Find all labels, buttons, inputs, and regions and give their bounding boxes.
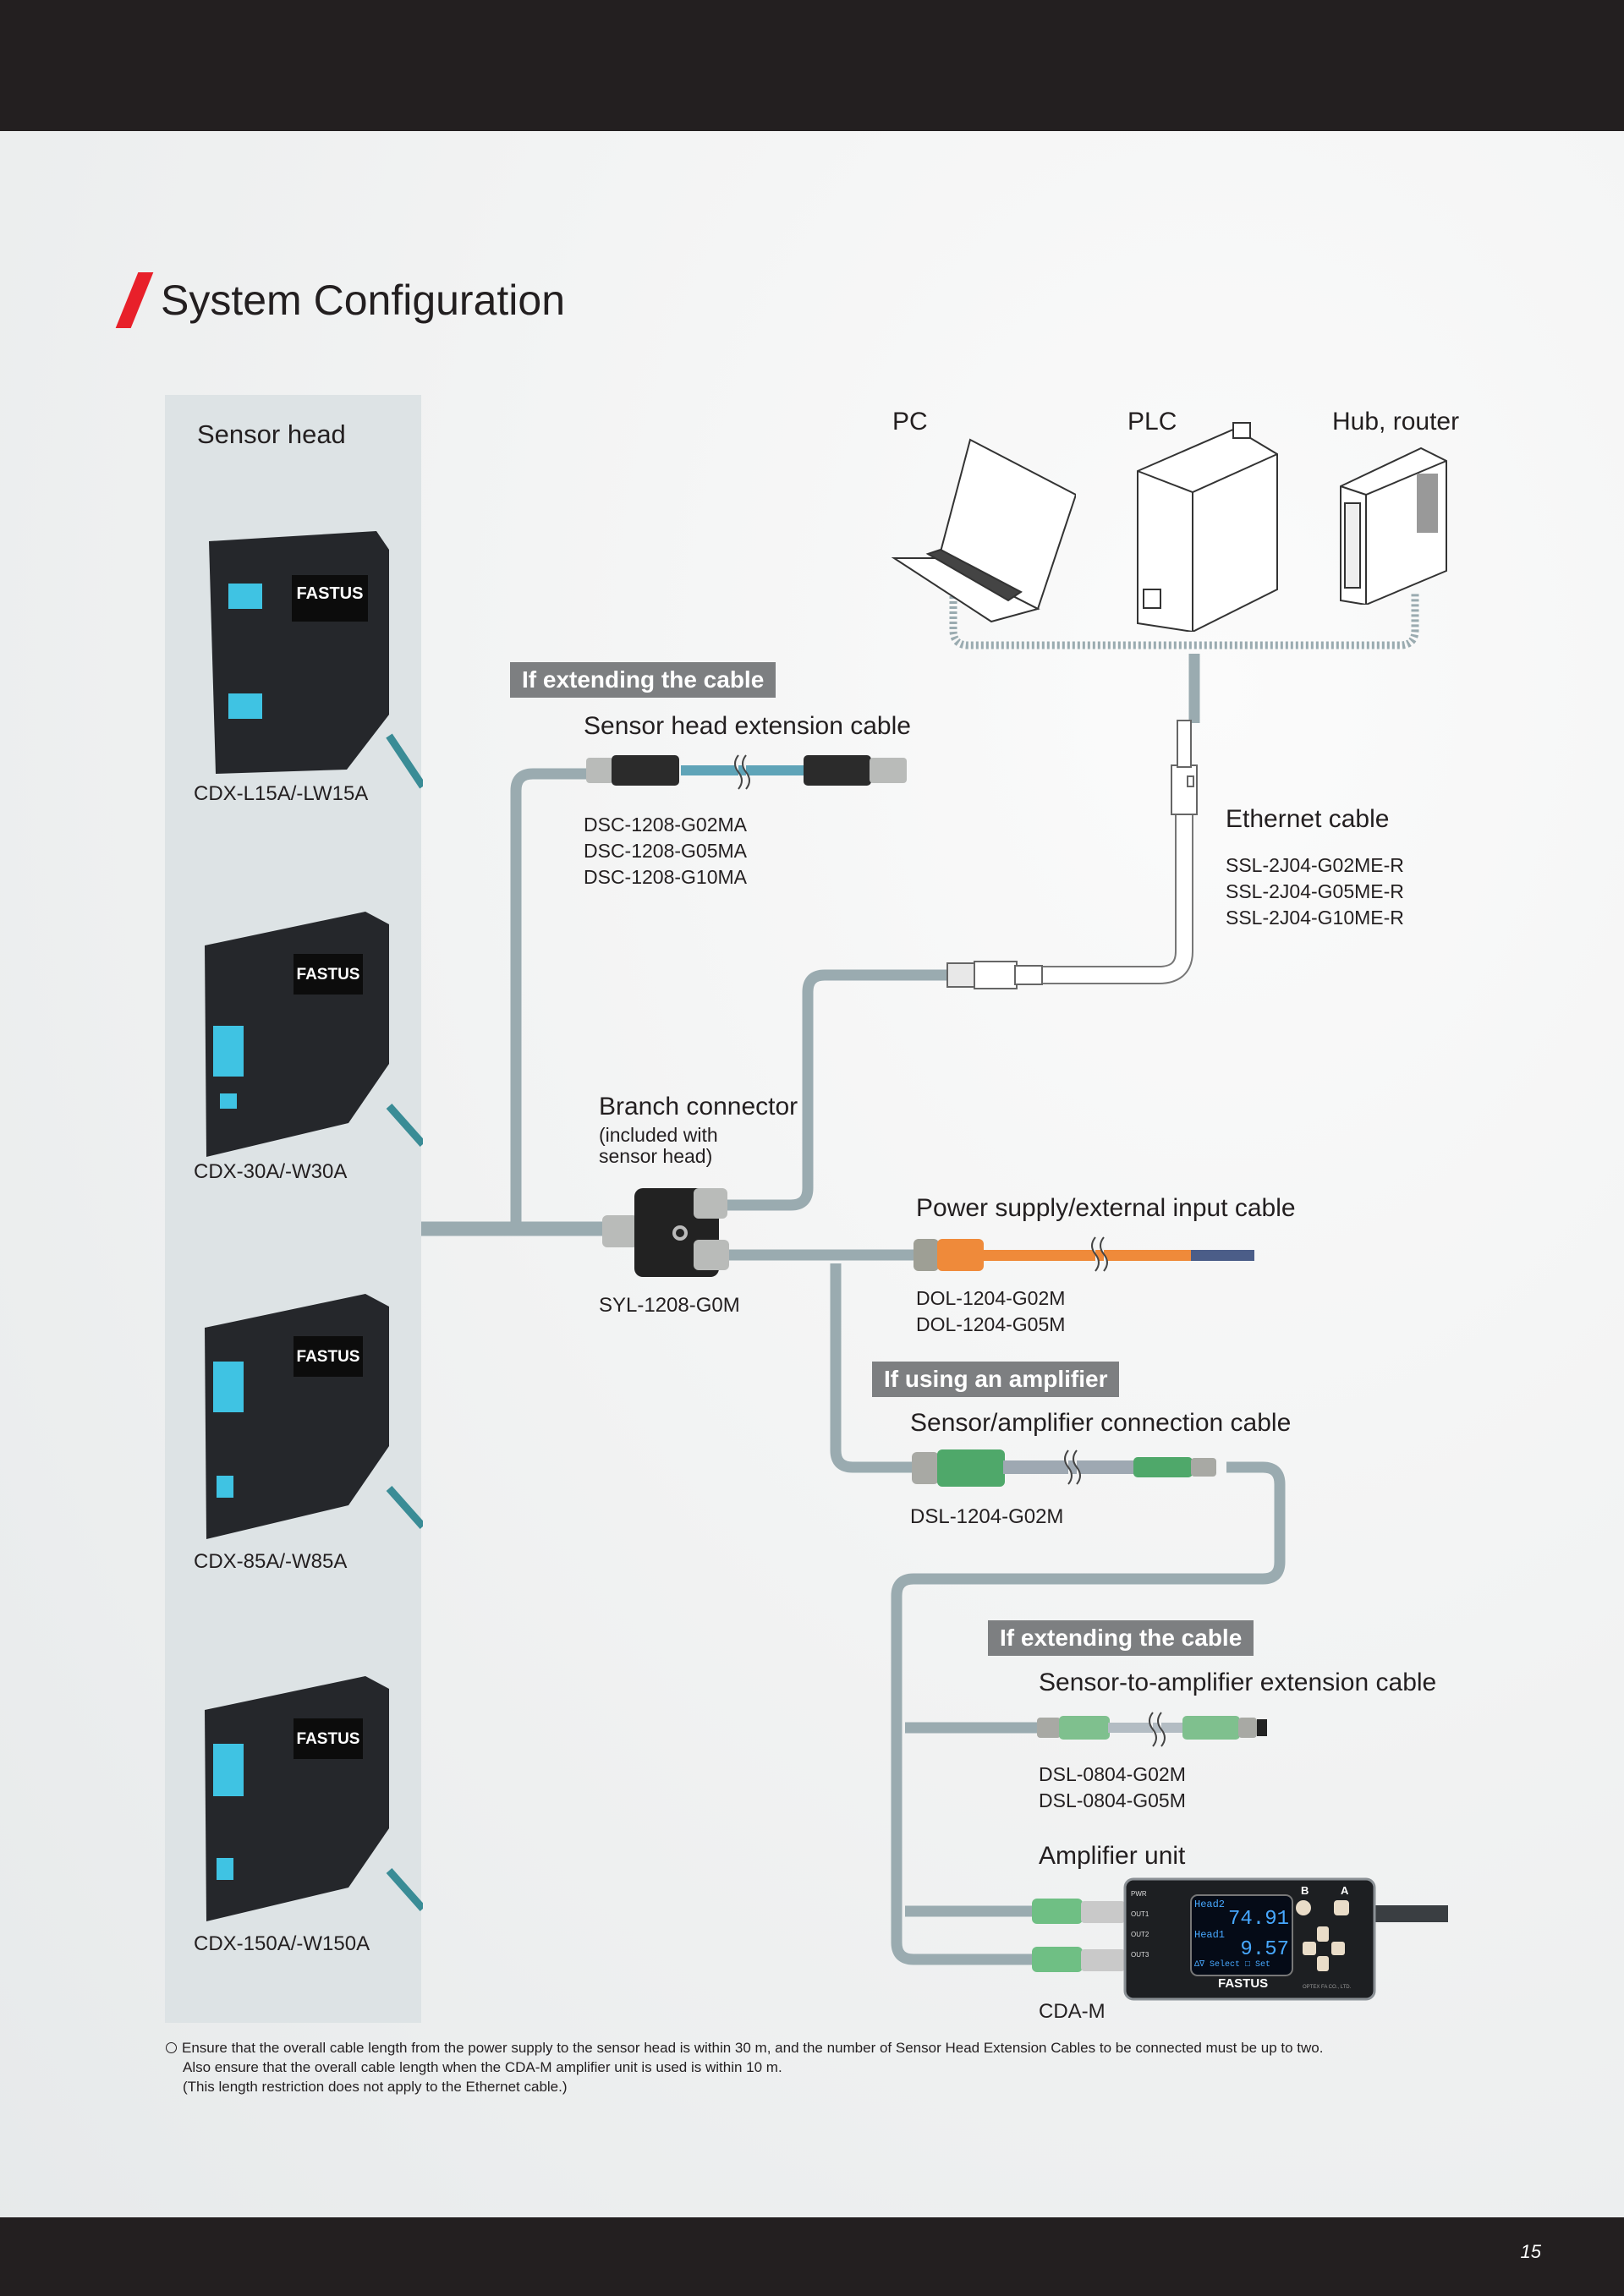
device-label-pc: PC [892, 408, 928, 436]
display-head2-label: Head2 [1194, 1899, 1226, 1910]
sensor-model-label: CDX-150A/-W150A [194, 1932, 370, 1955]
power-cable-title: Power supply/external input cable [916, 1194, 1296, 1222]
header-bar [0, 0, 1624, 131]
network-dotted-line [949, 592, 1419, 649]
amplifier-unit-graphic [1032, 1877, 1448, 2001]
sensor-head-l15a: FASTUS [209, 531, 423, 789]
amp-connection-cable-model: DSL-1204-G02M [910, 1505, 1064, 1528]
ethernet-cable-graphic [946, 720, 1198, 989]
amp-button-a-label: A [1341, 1884, 1349, 1897]
svg-text:FASTUS: FASTUS [297, 966, 360, 984]
note-line: Ensure that the overall cable length fro… [182, 2040, 1324, 2056]
branch-connector-title: Branch connector [599, 1093, 798, 1121]
bullet-circle-icon [166, 2042, 177, 2053]
svg-text:FASTUS: FASTUS [297, 1348, 360, 1366]
plc-icon [1137, 422, 1278, 632]
extension-cable-title: Sensor head extension cable [584, 712, 911, 740]
note-line: (This length restriction does not apply … [183, 2079, 568, 2095]
amp-extension-cable-title: Sensor-to-amplifier extension cable [1039, 1669, 1437, 1696]
sensor-model-label: CDX-30A/-W30A [194, 1160, 348, 1183]
indicator-out2: OUT2 [1131, 1931, 1149, 1938]
fastus-logo: FASTUS [297, 584, 364, 603]
amp-connection-cable-graphic [912, 1449, 1216, 1487]
sensor-head-150a: FASTUS [205, 1676, 423, 1921]
model-number: DOL-1204-G02M [916, 1287, 1066, 1309]
ethernet-branch-line [727, 969, 952, 1211]
amplifier-indicators: PWR OUT1 OUT2 OUT3 [1131, 1884, 1149, 1965]
amplifier-brand-logo: FASTUS [1218, 1976, 1269, 1991]
device-label-plc: PLC [1127, 408, 1177, 436]
footer-bar: 15 [0, 2217, 1624, 2296]
branch-connector-subtitle: sensor head) [599, 1145, 713, 1167]
amplifier-unit-title: Amplifier unit [1039, 1842, 1186, 1870]
model-number: DSC-1208-G02MA [584, 814, 748, 836]
model-number: SSL-2J04-G10ME-R [1226, 907, 1404, 929]
power-cable-models: DOL-1204-G02M DOL-1204-G05M [916, 1285, 1065, 1338]
branch-connector-graphic [602, 1188, 729, 1277]
sensor-model-label: CDX-85A/-W85A [194, 1550, 348, 1573]
device-label-hub-router: Hub, router [1332, 408, 1460, 436]
amplifier-branch-line [830, 1263, 918, 1473]
section-tag-extending-cable: If extending the cable [510, 662, 776, 698]
sensor-model-label: CDX-L15A/-LW15A [194, 782, 369, 805]
extension-cable-graphic [586, 754, 907, 790]
model-number: SSL-2J04-G02ME-R [1226, 854, 1404, 876]
footnote: Ensure that the overall cable length fro… [166, 2038, 1323, 2096]
amp-dpad-up[interactable] [1317, 1926, 1329, 1942]
display-head1-label: Head1 [1194, 1929, 1226, 1941]
model-number: DSL-0804-G05M [1039, 1789, 1186, 1811]
model-number: DSL-0804-G02M [1039, 1763, 1186, 1785]
branch-connector-subtitle: (included with [599, 1124, 718, 1146]
section-tag-using-amplifier: If using an amplifier [872, 1362, 1120, 1397]
svg-text:FASTUS: FASTUS [297, 1730, 360, 1748]
page-title-block: System Configuration [115, 271, 566, 330]
display-head1-value: 9.57 [1240, 1938, 1289, 1961]
sensor-head-30a: FASTUS [205, 912, 423, 1157]
extension-branch-line [510, 768, 592, 1229]
power-cable-graphic [914, 1236, 1254, 1272]
laptop-icon [891, 438, 1076, 623]
amplifier-loop-line [891, 1461, 1286, 1965]
amp-dpad-down[interactable] [1317, 1956, 1329, 1971]
ethernet-cable-models: SSL-2J04-G02ME-R SSL-2J04-G05ME-R SSL-2J… [1226, 852, 1404, 931]
indicator-pwr: PWR [1131, 1890, 1147, 1898]
display-head2-value: 74.91 [1227, 1908, 1289, 1931]
amp-connection-cable-title: Sensor/amplifier connection cable [910, 1409, 1292, 1437]
router-icon [1340, 447, 1447, 605]
section-tag-extending-amp-cable: If extending the cable [988, 1620, 1254, 1656]
ethernet-cable-title: Ethernet cable [1226, 805, 1390, 833]
amp-extension-cable-models: DSL-0804-G02M DSL-0804-G05M [1039, 1762, 1186, 1814]
amp-button-b-label: B [1301, 1884, 1309, 1897]
page-title: System Configuration [161, 277, 566, 324]
amp-button-b[interactable] [1296, 1900, 1311, 1915]
note-line: Also ensure that the overall cable lengt… [183, 2059, 782, 2075]
model-number: DSC-1208-G10MA [584, 866, 748, 888]
page-number: 15 [1520, 2241, 1541, 2262]
amp-button-a[interactable] [1334, 1900, 1349, 1915]
sensor-head-heading: Sensor head [197, 419, 346, 449]
sensor-head-85a: FASTUS [205, 1294, 423, 1539]
extension-cable-models: DSC-1208-G02MA DSC-1208-G05MA DSC-1208-G… [584, 812, 747, 890]
model-number: DOL-1204-G05M [916, 1313, 1066, 1335]
amplifier-brand-sub: OPTEX FA CO., LTD. [1303, 1985, 1352, 1990]
display-footer: Δ∇ Select □ Set [1194, 1960, 1271, 1970]
indicator-out3: OUT3 [1131, 1951, 1149, 1959]
amp-dpad-right[interactable] [1331, 1942, 1345, 1955]
model-number: DSC-1208-G05MA [584, 840, 748, 862]
branch-connector-model: SYL-1208-G0M [599, 1294, 740, 1317]
amp-dpad-left[interactable] [1303, 1942, 1316, 1955]
amplifier-unit-model: CDA-M [1039, 2000, 1106, 2023]
amp-extension-cable-graphic [1037, 1712, 1267, 1747]
model-number: SSL-2J04-G05ME-R [1226, 880, 1404, 902]
indicator-out1: OUT1 [1131, 1910, 1149, 1918]
amplifier-display: Head2 74.91 Head1 9.57 Δ∇ Select □ Set [1194, 1899, 1289, 1970]
